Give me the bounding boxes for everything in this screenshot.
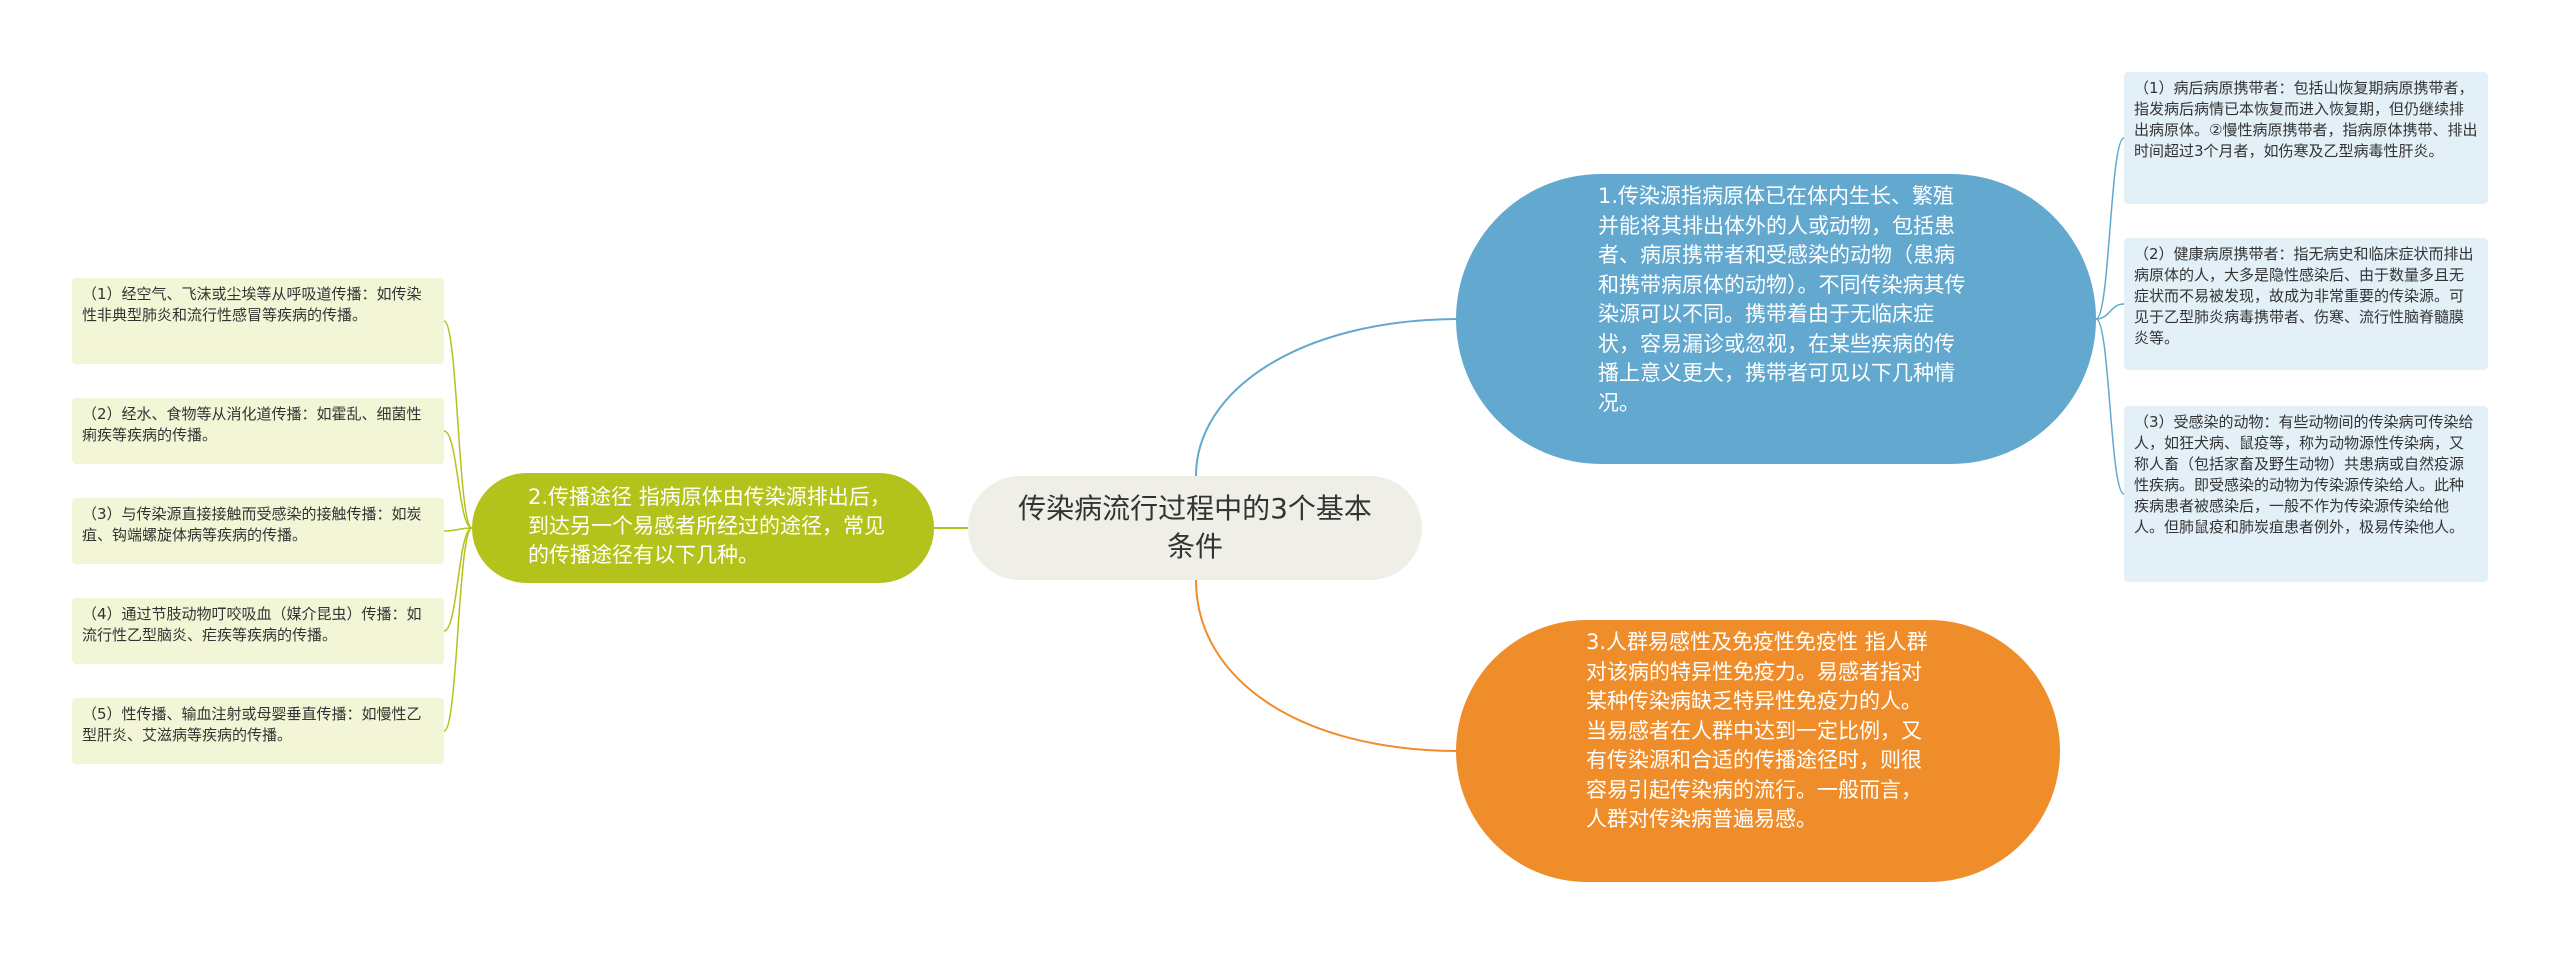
leaf-label: （1）病后病原携带者：包括山恢复期病原携带者，指发病后病情已本恢复而进入恢复期，… xyxy=(2134,79,2478,160)
connector-center-branch3 xyxy=(1195,579,1457,752)
leaf-label: （2）经水、食物等从消化道传播：如霍乱、细菌性痢疾等疾病的传播。 xyxy=(82,405,422,444)
connector-branch2-leaf1 xyxy=(443,320,473,529)
branch-infection-source[interactable]: 1.传染源指病原体已在体内生长、繁殖并能将其排出体外的人或动物，包括患者、病原携… xyxy=(1456,174,2096,464)
connector-branch2-leaf2 xyxy=(443,430,473,529)
leaf-digestive-transmission[interactable]: （2）经水、食物等从消化道传播：如霍乱、细菌性痢疾等疾病的传播。 xyxy=(72,398,444,464)
leaf-contact-transmission[interactable]: （3）与传染源直接接触而受感染的接触传播：如炭疽、钩端螺旋体病等疾病的传播。 xyxy=(72,498,444,564)
leaf-label: （3）受感染的动物：有些动物间的传染病可传染给人，如狂犬病、鼠疫等，称为动物源性… xyxy=(2134,413,2474,536)
leaf-vector-transmission[interactable]: （4）通过节肢动物叮咬吸血（媒介昆虫）传播：如流行性乙型脑炎、疟疾等疾病的传播。 xyxy=(72,598,444,664)
leaf-carrier-post-illness[interactable]: （1）病后病原携带者：包括山恢复期病原携带者，指发病后病情已本恢复而进入恢复期，… xyxy=(2124,72,2488,204)
branch-infection-source-label: 1.传染源指病原体已在体内生长、繁殖并能将其排出体外的人或动物，包括患者、病原携… xyxy=(1598,184,1966,415)
connector-branch1-leaf2 xyxy=(2095,303,2125,320)
leaf-label: （2）健康病原携带者：指无病史和临床症状而排出病原体的人，大多是隐性感染后、由于… xyxy=(2134,245,2474,347)
central-topic-label: 传染病流行过程中的3个基本条件 xyxy=(1018,492,1372,563)
connector-branch2-leaf3 xyxy=(443,527,473,532)
connector-branch1-leaf1 xyxy=(2095,137,2125,320)
central-topic[interactable]: 传染病流行过程中的3个基本条件 xyxy=(968,476,1422,580)
leaf-respiratory-transmission[interactable]: （1）经空气、飞沫或尘埃等从呼吸道传播：如传染性非典型肺炎和流行性感冒等疾病的传… xyxy=(72,278,444,364)
branch-transmission-route-label: 2.传播途径 指病原体由传染源排出后，到达另一个易感者所经过的途径，常见的传播途… xyxy=(528,485,891,567)
leaf-label: （5）性传播、输血注射或母婴垂直传播：如慢性乙型肝炎、艾滋病等疾病的传播。 xyxy=(82,705,422,744)
connector-branch1-leaf3 xyxy=(2095,318,2125,495)
leaf-infected-animals[interactable]: （3）受感染的动物：有些动物间的传染病可传染给人，如狂犬病、鼠疫等，称为动物源性… xyxy=(2124,406,2488,582)
branch-susceptible-population[interactable]: 3.人群易感性及免疫性免疫性 指人群对该病的特异性免疫力。易感者指对某种传染病缺… xyxy=(1456,620,2060,882)
connector-branch2-leaf4 xyxy=(443,527,473,632)
connector-branch2-leaf5 xyxy=(443,527,473,732)
branch-susceptible-population-label: 3.人群易感性及免疫性免疫性 指人群对该病的特异性免疫力。易感者指对某种传染病缺… xyxy=(1586,630,1928,831)
branch-transmission-route[interactable]: 2.传播途径 指病原体由传染源排出后，到达另一个易感者所经过的途径，常见的传播途… xyxy=(472,473,934,583)
leaf-sexual-blood-vertical-transmission[interactable]: （5）性传播、输血注射或母婴垂直传播：如慢性乙型肝炎、艾滋病等疾病的传播。 xyxy=(72,698,444,764)
leaf-label: （4）通过节肢动物叮咬吸血（媒介昆虫）传播：如流行性乙型脑炎、疟疾等疾病的传播。 xyxy=(82,605,422,644)
connector-center-branch1 xyxy=(1195,318,1457,477)
leaf-carrier-healthy[interactable]: （2）健康病原携带者：指无病史和临床症状而排出病原体的人，大多是隐性感染后、由于… xyxy=(2124,238,2488,370)
leaf-label: （3）与传染源直接接触而受感染的接触传播：如炭疽、钩端螺旋体病等疾病的传播。 xyxy=(82,505,422,544)
leaf-label: （1）经空气、飞沫或尘埃等从呼吸道传播：如传染性非典型肺炎和流行性感冒等疾病的传… xyxy=(82,285,422,324)
